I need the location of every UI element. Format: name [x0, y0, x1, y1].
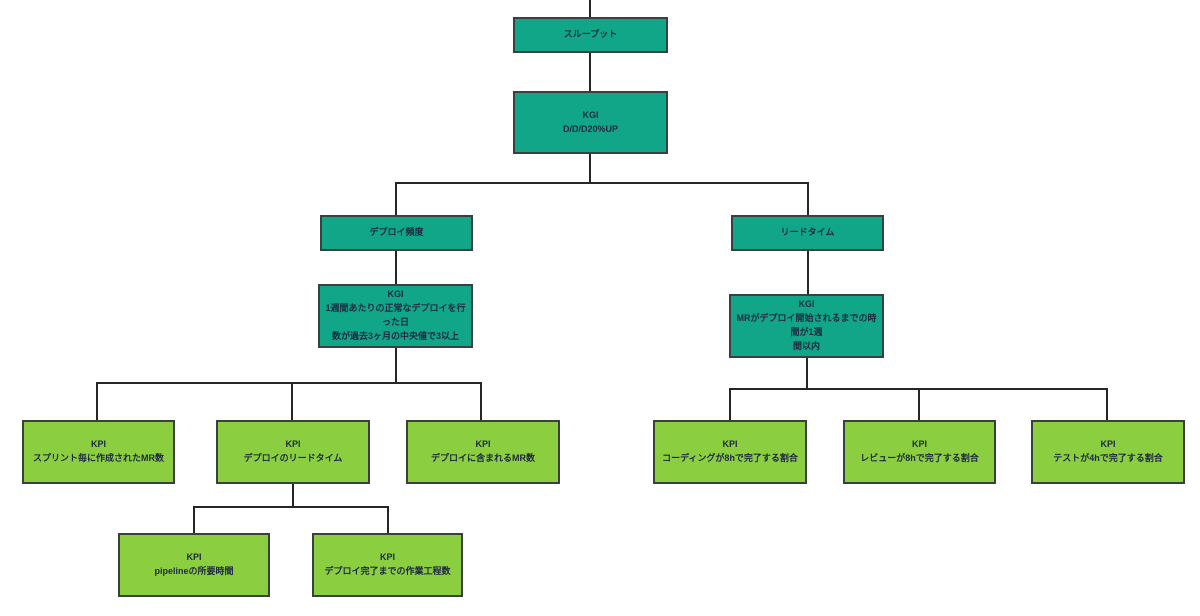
connector-line: [807, 251, 809, 294]
node-kgi-lead-time[interactable]: KGI MRがデプロイ開始されるまでの時間が1週 間以内: [729, 294, 884, 358]
node-title: KPI: [475, 439, 491, 450]
node-kpi-coding[interactable]: KPI コーディングが8hで完了する割合: [653, 420, 807, 484]
node-label: リードタイム: [780, 227, 835, 238]
node-title: KGI: [798, 299, 815, 310]
connector-line: [193, 506, 389, 508]
connector-line: [291, 382, 293, 420]
node-title: KPI: [379, 552, 395, 563]
node-title: KGI: [387, 289, 404, 300]
node-subtitle: D/D/D20%UP: [562, 123, 618, 134]
node-subtitle: 1週間あたりの正常なデプロイを行った日 数が過去3ヶ月の中央値で3以上: [325, 303, 466, 341]
node-subtitle: MRがデプロイ開始されるまでの時間が1週 間以内: [736, 313, 877, 351]
connector-line: [395, 182, 397, 215]
node-kpi-pipeline-time[interactable]: KPI pipelineの所要時間: [118, 533, 270, 597]
node-subtitle: スプリント毎に作成されたMR数: [33, 453, 164, 463]
connector-line: [292, 484, 294, 507]
connector-line: [96, 382, 98, 420]
node-title: KGI: [582, 109, 599, 120]
node-subtitle: デプロイ完了までの作業工程数: [324, 566, 451, 576]
connector-line: [395, 251, 397, 284]
connector-line: [1106, 388, 1108, 420]
connector-line: [589, 0, 591, 17]
connector-line: [918, 388, 920, 420]
connector-line: [193, 506, 195, 533]
node-subtitle: テストが4hで完了する割合: [1053, 453, 1163, 463]
node-kpi-work-steps[interactable]: KPI デプロイ完了までの作業工程数: [312, 533, 463, 597]
node-kpi-mr-created[interactable]: KPI スプリント毎に作成されたMR数: [22, 420, 175, 484]
node-title: KPI: [722, 439, 738, 450]
node-throughput[interactable]: スループット: [513, 17, 668, 53]
node-title: KPI: [1100, 439, 1116, 450]
node-subtitle: pipelineの所要時間: [154, 566, 234, 576]
node-kpi-mr-included[interactable]: KPI デプロイに含まれるMR数: [406, 420, 560, 484]
node-lead-time[interactable]: リードタイム: [731, 215, 884, 251]
connector-line: [395, 182, 809, 184]
node-kpi-deploy-leadtime[interactable]: KPI デプロイのリードタイム: [216, 420, 370, 484]
node-title: KPI: [285, 439, 301, 450]
node-title: KPI: [186, 552, 202, 563]
connector-line: [480, 382, 482, 420]
node-kpi-test[interactable]: KPI テストが4hで完了する割合: [1031, 420, 1185, 484]
node-kgi-deploy-frequency[interactable]: KGI 1週間あたりの正常なデプロイを行った日 数が過去3ヶ月の中央値で3以上: [318, 284, 473, 348]
node-kgi-throughput[interactable]: KGI D/D/D20%UP: [513, 91, 668, 154]
node-subtitle: コーディングが8hで完了する割合: [662, 453, 798, 463]
connector-line: [395, 348, 397, 383]
connector-line: [96, 382, 482, 384]
connector-line: [589, 53, 591, 91]
node-title: KPI: [911, 439, 927, 450]
connector-line: [729, 388, 731, 420]
connector-line: [589, 154, 591, 183]
node-label: デプロイ頻度: [369, 227, 424, 238]
connector-line: [806, 358, 808, 389]
node-title: KPI: [90, 439, 106, 450]
connector-line: [387, 506, 389, 533]
node-kpi-review[interactable]: KPI レビューが8hで完了する割合: [843, 420, 996, 484]
connector-line: [807, 182, 809, 215]
node-subtitle: デプロイに含まれるMR数: [431, 453, 535, 463]
node-subtitle: デプロイのリードタイム: [243, 453, 343, 463]
node-deploy-frequency[interactable]: デプロイ頻度: [320, 215, 473, 251]
node-label: スループット: [563, 29, 618, 40]
node-subtitle: レビューが8hで完了する割合: [860, 453, 979, 463]
